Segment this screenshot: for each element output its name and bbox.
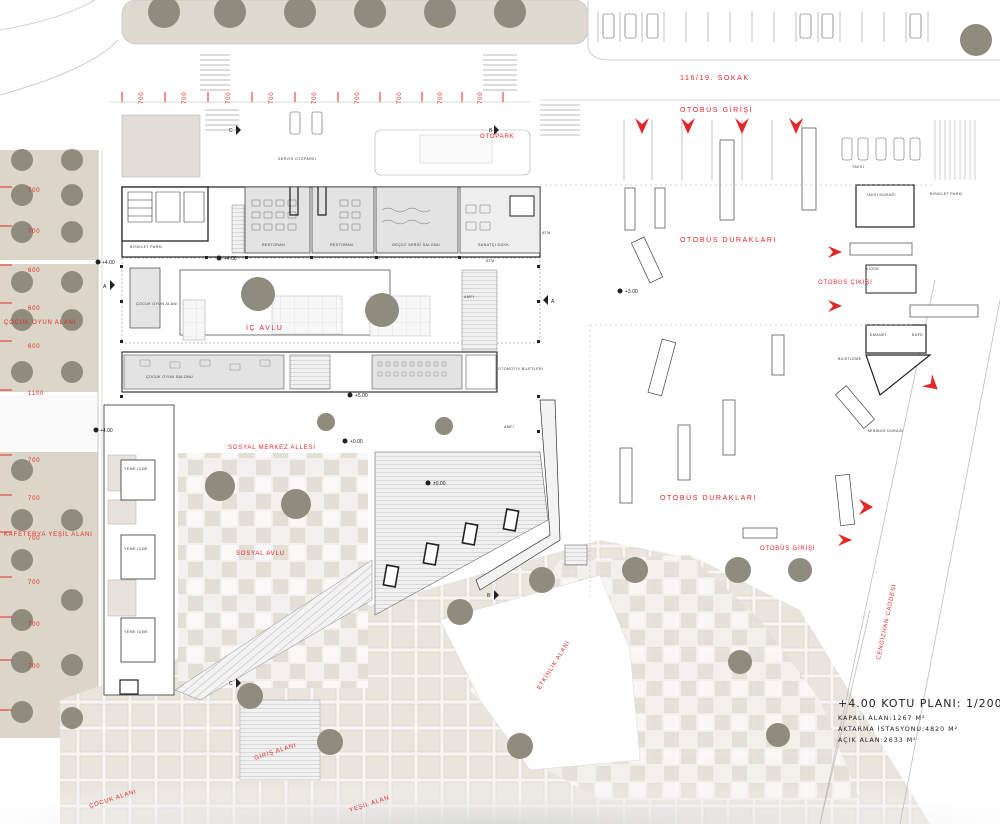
- kafeterya-label: KAFETERYA YEŞİL ALANI: [4, 531, 93, 538]
- street-label-top: 116/19. SOKAK: [680, 75, 750, 82]
- restoran-1-label: RESTORAN: [262, 243, 285, 247]
- atm-label: ATM: [542, 231, 551, 235]
- sosyal-avlu-label: SOSYAL AVLU: [236, 551, 285, 557]
- bisiklet-parki-label: BİSİKLET PARKI: [130, 244, 163, 249]
- section-c-top: C: [229, 128, 233, 134]
- dimension-top-8: 700: [478, 92, 484, 104]
- acik-alan: AÇIK ALAN:2633 M²: [838, 737, 917, 744]
- section-c-bottom: C: [229, 681, 233, 687]
- section-b-bottom: B: [487, 593, 491, 599]
- bus-stops-1-label: OTOBÜS DURAKLARI: [680, 236, 777, 244]
- gecici-sergi-label: GEÇİCİ SERGİ SALONU: [392, 242, 440, 247]
- level-2: +4.00: [102, 260, 115, 266]
- section-a-left: A: [103, 284, 107, 290]
- otomotiv-label: OTOMOTİV BİLETLERİ: [498, 366, 543, 371]
- main-building: [103, 111, 588, 781]
- yeme-icme-3-label: YEME İÇME: [124, 629, 148, 634]
- cocuk-oyun-alani-in-label: ÇOCUK OYUN ALANI: [136, 302, 178, 306]
- minibus-duragi-label: MİNİBÜS DURAĞI: [868, 428, 904, 433]
- dimension-left-5: 1100: [28, 391, 44, 397]
- plan-title: +4.00 KOTU PLANI: 1/200: [838, 697, 1000, 710]
- bus-exit-label: OTOBÜS ÇIKIŞI: [818, 279, 873, 286]
- dimension-left-6: 700: [28, 458, 40, 464]
- kapali-alan: KAPALI ALAN:1267 M²: [838, 715, 925, 722]
- level-1: +4.00: [224, 256, 237, 262]
- dimension-top-3: 700: [269, 92, 275, 104]
- bufe-label: BÜFE: [912, 333, 923, 337]
- trees: [11, 0, 992, 759]
- bus-station: [540, 118, 979, 600]
- taksi-label: TAKSİ: [852, 164, 864, 169]
- dimension-left-4: 600: [28, 344, 40, 350]
- dimension-left-2: 600: [28, 268, 40, 274]
- sanatci-label: SANATÇI DÜKK.: [478, 243, 511, 247]
- ic-avlu-label: İÇ AVLU: [246, 323, 284, 332]
- dimension-left-7: 700: [28, 496, 40, 502]
- biletleme-label: BİLETLEME: [838, 356, 862, 361]
- cocuk-oyun-salonu-label: ÇOCUK OYUN SALONU: [146, 375, 193, 379]
- top-dimension-labels: 700 700 700 700 700 700 700 700 700: [139, 92, 484, 104]
- restoran-2-label: RESTORAN: [330, 243, 353, 247]
- level-markers: [93, 255, 623, 486]
- taksi-duragi-label: TAKSİ DURAĞI: [866, 192, 896, 197]
- servis-otoparki-label: SERVİS OTOPARKI: [278, 156, 316, 161]
- sosyal-merkez-label: SOSYAL MERKEZ ALLESİ: [228, 444, 316, 451]
- left-dimension-labels: 700 700 600 600 600 1100 700 700 700 700 700 700: [28, 188, 44, 670]
- bus-entrance-top-label: OTOBÜS GİRİŞİ: [680, 105, 753, 114]
- bus-stops-2-label: OTOBÜS DURAKLARI: [660, 494, 757, 502]
- amfi-label: AMFİ: [504, 424, 514, 429]
- dimension-left-9: 700: [28, 580, 40, 586]
- dimension-left-11: 700: [28, 664, 40, 670]
- dimension-top-4: 700: [312, 92, 318, 104]
- bus-entrance-bottom-label: OTOBÜS GİRİŞİ: [760, 545, 815, 552]
- amfi-2-label: AMFİ: [464, 294, 474, 299]
- dimension-top-2: 700: [226, 92, 232, 104]
- otopark-label: OTOPARK: [480, 134, 514, 140]
- dimension-top-6: 700: [397, 92, 403, 104]
- dimension-left-1: 700: [28, 229, 40, 235]
- dimension-top-5: 700: [355, 92, 361, 104]
- dimension-left-0: 700: [28, 188, 40, 194]
- emanet-label: EMANET: [870, 333, 888, 337]
- dimension-left-3: 600: [28, 306, 40, 312]
- level-4: +5.00: [355, 393, 368, 399]
- kiosk-label: KİOSK: [866, 266, 879, 271]
- level-7: ±0.00: [433, 481, 446, 487]
- level-6: +3.00: [625, 289, 638, 295]
- atm-2-label: ATM: [486, 259, 495, 263]
- section-a-right: A: [551, 299, 555, 305]
- section-b-top: B: [489, 128, 493, 134]
- level-5: +0.00: [350, 439, 363, 445]
- level-3: +4.00: [100, 428, 113, 434]
- yeme-icme-2-label: YEME İÇME: [124, 546, 148, 551]
- yeme-icme-1-label: YEME İÇME: [124, 466, 148, 471]
- dimension-top-1: 700: [182, 92, 188, 104]
- plan-legend: +4.00 KOTU PLANI: 1/200 KAPALI ALAN:1267…: [838, 697, 1000, 744]
- aktarma-istasyonu: AKTARMA İSTASYONU:4820 M²: [838, 724, 958, 733]
- bisiklet-parki-2-label: BİSİKLET PARKI: [930, 191, 963, 196]
- dimension-lines: [0, 92, 504, 711]
- cocuk-oyun-alani-side-label: ÇOCUK OYUN ALANI: [4, 320, 76, 326]
- dimension-top-7: 700: [438, 92, 444, 104]
- dimension-left-10: 700: [28, 622, 40, 628]
- dimension-left-8: 700: [28, 536, 40, 542]
- dimension-top-0: 700: [139, 92, 145, 104]
